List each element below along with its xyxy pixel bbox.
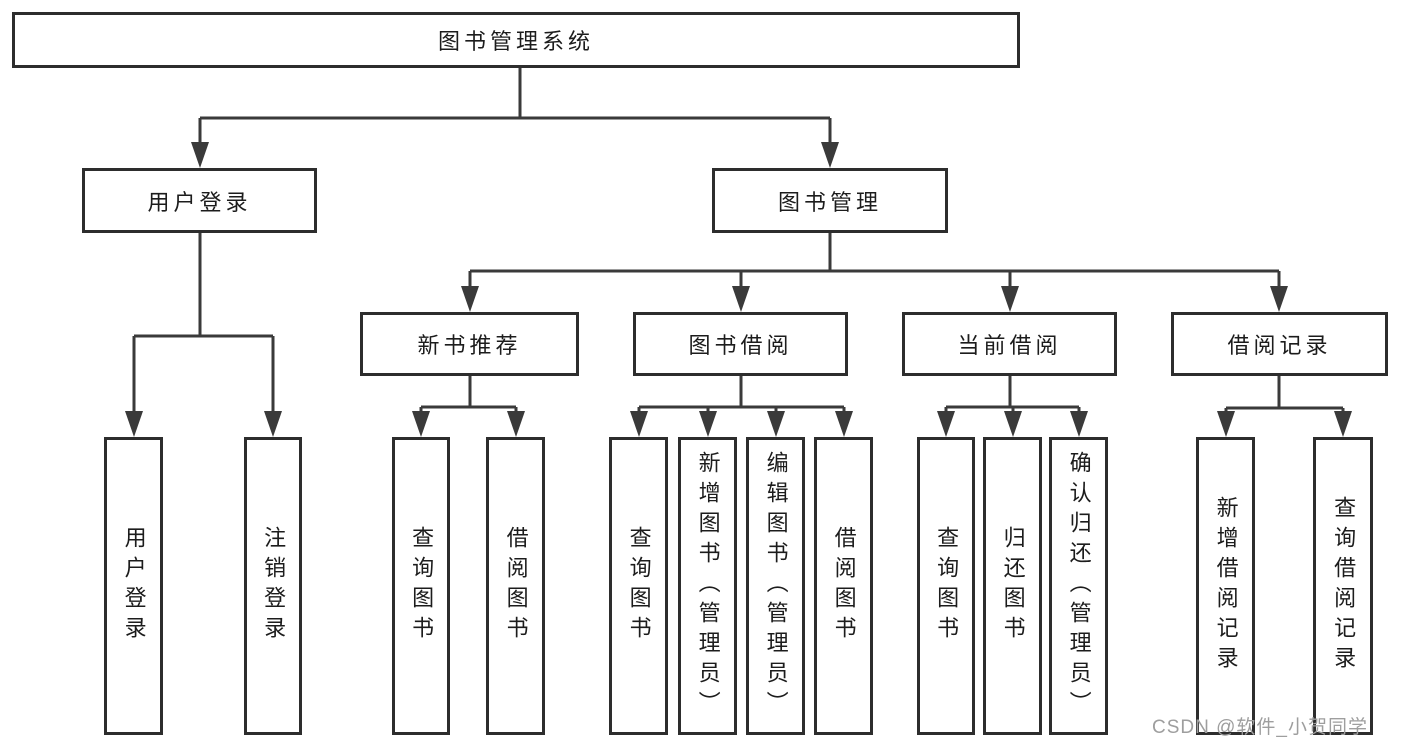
- node-leaf-query-books-3: 查询图书: [917, 437, 975, 735]
- node-leaf-query-borrow-record: 查询借阅记录: [1313, 437, 1373, 735]
- node-leaf-logout: 注销登录: [244, 437, 302, 735]
- node-label: 借阅图书: [831, 526, 857, 646]
- node-book-borrowing: 图书借阅: [633, 312, 848, 376]
- node-leaf-query-books-2: 查询图书: [609, 437, 668, 735]
- node-leaf-query-books-1: 查询图书: [392, 437, 450, 735]
- node-label: 查询借阅记录: [1331, 496, 1357, 676]
- node-label: 新增借阅记录: [1213, 496, 1239, 676]
- node-leaf-borrow-books-1: 借阅图书: [486, 437, 545, 735]
- node-label: 注销登录: [261, 526, 287, 646]
- node-label: 查询图书: [934, 526, 960, 646]
- node-label: 编辑图书（管理员）: [763, 451, 789, 721]
- node-label: 归还图书: [1000, 526, 1026, 646]
- node-book-management: 图书管理: [712, 168, 948, 233]
- node-leaf-edit-books-admin: 编辑图书（管理员）: [746, 437, 805, 735]
- node-label: 查询图书: [626, 526, 652, 646]
- node-user-login: 用户登录: [82, 168, 317, 233]
- node-leaf-user-login: 用户登录: [104, 437, 163, 735]
- node-new-book-recommendation: 新书推荐: [360, 312, 579, 376]
- node-label: 借阅图书: [503, 526, 529, 646]
- node-label: 用户登录: [121, 526, 147, 646]
- csdn-watermark: CSDN @软件_小贺同学: [1152, 717, 1368, 738]
- node-current-borrowing: 当前借阅: [902, 312, 1117, 376]
- node-leaf-borrow-books-2: 借阅图书: [814, 437, 873, 735]
- node-label: 确认归还（管理员）: [1066, 451, 1092, 721]
- node-leaf-return-books: 归还图书: [983, 437, 1042, 735]
- node-leaf-add-books-admin: 新增图书（管理员）: [678, 437, 737, 735]
- node-leaf-add-borrow-record: 新增借阅记录: [1196, 437, 1255, 735]
- node-label: 查询图书: [409, 526, 435, 646]
- node-label: 新增图书（管理员）: [695, 451, 721, 721]
- node-library-management-system: 图书管理系统: [12, 12, 1020, 68]
- node-leaf-confirm-return-admin: 确认归还（管理员）: [1049, 437, 1108, 735]
- node-borrowing-records: 借阅记录: [1171, 312, 1388, 376]
